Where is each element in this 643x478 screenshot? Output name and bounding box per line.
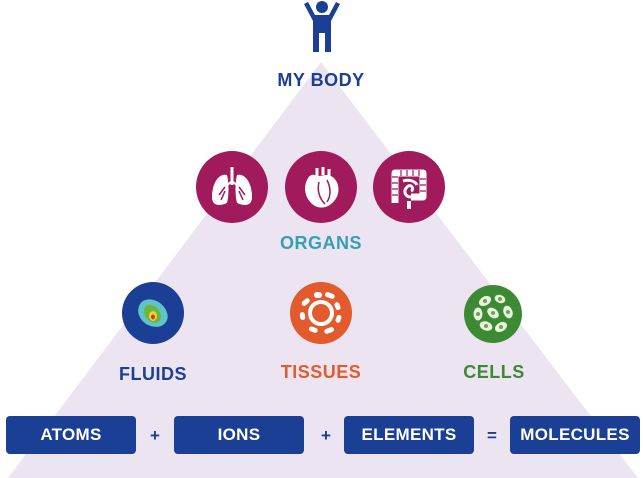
elements-box: ELEMENTS xyxy=(344,416,474,454)
tissue-icon xyxy=(290,282,352,344)
cells-icon xyxy=(464,285,522,343)
tissues-label: TISSUES xyxy=(280,362,362,382)
cells-label: CELLS xyxy=(463,362,525,382)
organs-label: ORGANS xyxy=(279,233,362,253)
atoms-box: ATOMS xyxy=(6,416,136,454)
intestines-icon xyxy=(373,151,445,223)
ions-box: IONS xyxy=(174,416,304,454)
fluids-label: FLUIDS xyxy=(119,364,187,384)
molecules-box: MOLECULES xyxy=(510,416,640,454)
my-body-label: MY BODY xyxy=(277,70,365,90)
plus-operator-2: + xyxy=(321,426,331,445)
lungs-icon xyxy=(196,151,268,223)
heart-icon xyxy=(285,151,357,223)
person-icon xyxy=(302,0,342,54)
fluid-drop-icon xyxy=(122,282,184,344)
plus-operator-1: + xyxy=(150,426,160,445)
equals-operator: = xyxy=(487,426,497,445)
